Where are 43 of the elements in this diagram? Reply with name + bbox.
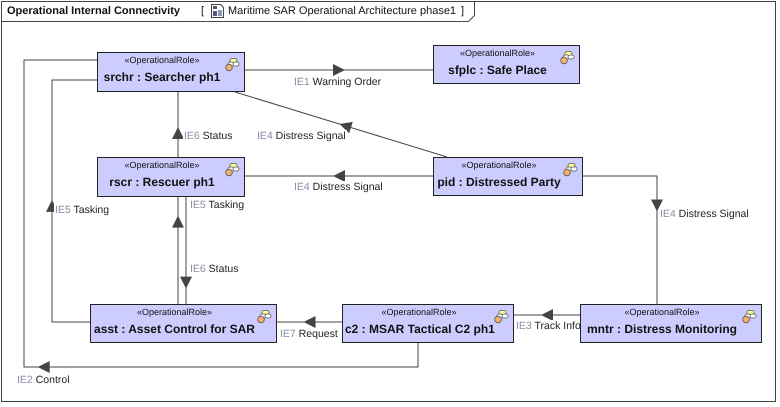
connector-arrow	[582, 176, 663, 304]
bracket: ]	[461, 4, 464, 18]
role-name: srchr : Searcher ph1	[102, 70, 222, 84]
role-box	[433, 45, 580, 84]
edge-label: IE1 Warning Order	[293, 76, 382, 89]
diagram-reference: Maritime SAR Operational Architecture phase1	[228, 4, 456, 18]
role-box	[433, 157, 583, 196]
stereotype-label: «OperationalRole»	[380, 307, 458, 317]
role-box	[342, 304, 514, 343]
connector-arrow	[172, 196, 184, 304]
edge-label: IE4 Distress Signal	[256, 130, 347, 143]
role-box	[580, 304, 762, 343]
stereotype-label: «OperationalRole»	[136, 307, 214, 317]
connector-arrow	[514, 309, 580, 321]
stereotype-label: «OperationalRole»	[460, 160, 538, 170]
diagram-title: Operational Internal Connectivity	[7, 4, 180, 18]
role-box	[97, 157, 245, 197]
stereotype-label: «OperationalRole»	[623, 307, 701, 317]
role-name: c2 : MSAR Tactical C2 ph1	[345, 322, 493, 336]
connector-arrow	[24, 60, 418, 373]
role-name: mntr : Distress Monitoring	[586, 322, 738, 336]
role-name: asst : Asset Control for SAR	[93, 322, 256, 336]
role-box	[97, 52, 245, 92]
stereotype-label: «OperationalRole»	[458, 48, 536, 58]
role-name: sfplc : Safe Place	[447, 63, 548, 77]
connector-arrow	[244, 64, 434, 76]
connector-arrow	[180, 196, 192, 304]
role-box	[90, 304, 277, 343]
role-name: rscr : Rescuer ph1	[108, 175, 216, 189]
edge-label: IE5 Tasking	[54, 204, 110, 217]
connector-arrow	[46, 80, 98, 322]
connector-arrow	[172, 92, 184, 158]
edge-label: IE4 Distress Signal	[659, 208, 750, 221]
edge-label: IE4 Distress Signal	[293, 181, 384, 194]
connector-arrow	[234, 92, 448, 158]
connector-arrow	[244, 170, 434, 182]
edge-label: IE7 Request	[279, 328, 339, 341]
edge-label: IE5 Tasking	[189, 199, 246, 212]
stereotype-label: «OperationalRole»	[123, 55, 201, 65]
role-name: pid : Distressed Party	[436, 175, 562, 189]
bracket: [	[201, 4, 204, 18]
stereotype-label: «OperationalRole»	[123, 160, 201, 170]
connector-arrow	[276, 316, 342, 328]
